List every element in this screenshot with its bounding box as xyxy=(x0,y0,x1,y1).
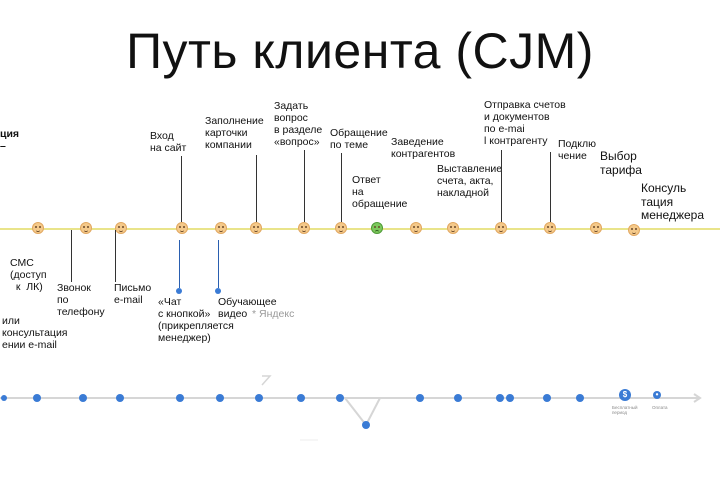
smiley-face-icon xyxy=(410,222,422,234)
label-visit-site: Вход на сайт xyxy=(150,130,187,154)
tiny-label-b: Оплата xyxy=(652,405,668,410)
smiley-face-icon xyxy=(176,222,188,234)
label-consultation-partial: ция – xyxy=(0,128,20,152)
smiley-face-icon xyxy=(32,222,44,234)
smiley-face-icon xyxy=(590,222,602,234)
connector-phone-call xyxy=(71,230,72,282)
connector-send-invoices xyxy=(501,150,502,222)
smiley-face-icon xyxy=(628,224,640,236)
label-ask-question: Задать вопрос в разделе «вопрос» xyxy=(274,100,323,148)
label-tariff-choice: Выбор тарифа xyxy=(600,149,642,177)
connector-topic-request xyxy=(341,153,342,222)
connector-email-letter xyxy=(115,230,116,282)
label-issue-documents: Выставление счета, акта, накладной xyxy=(437,163,503,199)
label-fill-company-card: Заполнение карточки компании xyxy=(205,115,264,151)
connector-connection xyxy=(550,152,551,222)
label-connection: Подклю чение xyxy=(558,138,596,162)
label-topic-request: Обращение по теме xyxy=(330,127,388,151)
smiley-face-icon xyxy=(80,222,92,234)
label-manager-consultation: Консуль тация менеджера xyxy=(641,181,705,222)
smiley-face-icon xyxy=(335,222,347,234)
smiley-face-icon xyxy=(115,222,127,234)
sad-face-icon xyxy=(371,222,383,234)
tiny-label-a: Бесплатный период xyxy=(612,405,638,415)
connector-chat xyxy=(179,240,180,288)
smiley-face-icon xyxy=(215,222,227,234)
label-chat-button: «Чат с кнопкой» (прикрепляется менеджер) xyxy=(158,296,234,344)
label-yandex-partial: * Яндекс xyxy=(252,308,295,320)
journey-timeline xyxy=(0,228,720,230)
label-or-consultation: или консультация ении e-mail xyxy=(2,315,68,351)
small-blue-badge-icon: • xyxy=(653,391,661,399)
label-answer-request: Ответ на обращение xyxy=(352,174,408,210)
smiley-face-icon xyxy=(447,222,459,234)
chat-marker-dot xyxy=(176,288,182,294)
dollar-badge-icon: $ xyxy=(619,389,631,401)
label-sms: СМС (доступ к ЛК) xyxy=(10,257,47,293)
smiley-face-icon xyxy=(298,222,310,234)
connector-training-video xyxy=(218,240,219,288)
label-phone-call: Звонок по телефону xyxy=(57,282,105,318)
label-send-invoices: Отправка счетов и документов по e-mai l … xyxy=(484,99,566,147)
smiley-face-icon xyxy=(495,222,507,234)
connector-company-card xyxy=(256,155,257,222)
training-video-marker-dot xyxy=(215,288,221,294)
label-add-counterparties: Заведение контрагентов xyxy=(391,136,456,160)
smiley-face-icon xyxy=(544,222,556,234)
page-title: Путь клиента (CJM) xyxy=(126,23,594,79)
connector-ask-question xyxy=(304,150,305,222)
connector-visit-site xyxy=(181,156,182,222)
label-email-letter: Письмо e-mail xyxy=(114,282,152,306)
smiley-face-icon xyxy=(250,222,262,234)
label-training-video: Обучающее видео xyxy=(218,296,277,320)
